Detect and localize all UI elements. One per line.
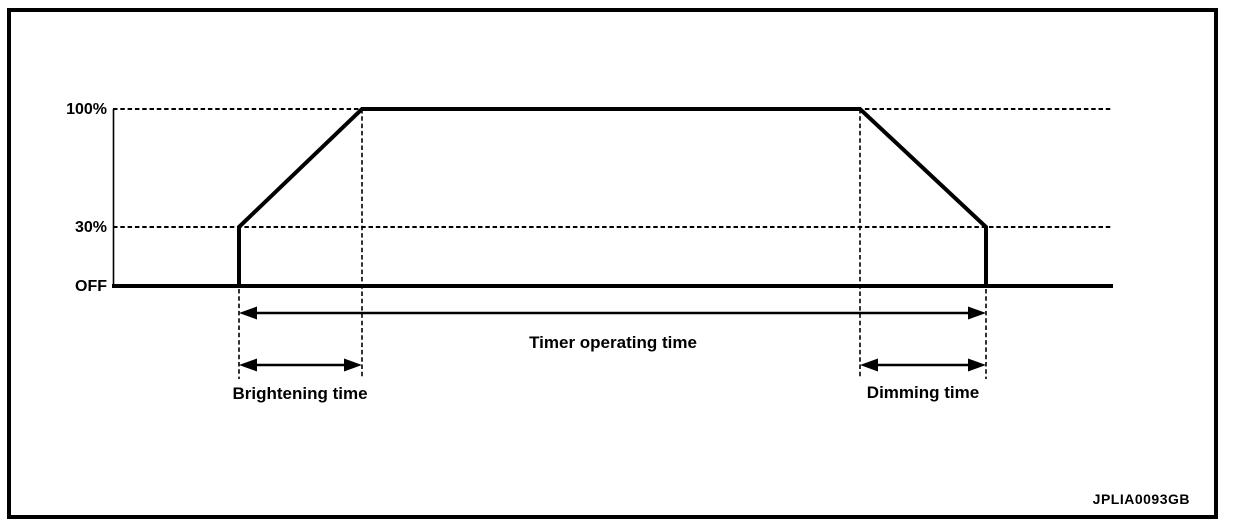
level-30-label: 30% bbox=[74, 219, 107, 236]
level-off-label: OFF bbox=[75, 278, 107, 295]
figure-frame bbox=[7, 8, 1218, 519]
brightening-time-label: Brightening time bbox=[232, 384, 368, 403]
brightening-time-arrow bbox=[239, 358, 362, 372]
dimming-time-label: Dimming time bbox=[866, 383, 980, 402]
brightening-arrow-head-left bbox=[239, 358, 257, 372]
timer-operating-time-arrow bbox=[239, 306, 986, 320]
dimming-arrow-head-left bbox=[860, 358, 878, 372]
brightening-arrow-head-right bbox=[344, 358, 362, 372]
timer-arrow-head-right bbox=[968, 306, 986, 320]
dimming-time-arrow bbox=[860, 358, 986, 372]
timer-arrow-head-left bbox=[239, 306, 257, 320]
brightness-waveform bbox=[237, 107, 988, 286]
figure-code: JPLIA0093GB bbox=[1092, 491, 1190, 507]
dimming-arrow-head-right bbox=[968, 358, 986, 372]
timer-operating-time-label: Timer operating time bbox=[529, 333, 697, 352]
level-100-label: 100% bbox=[66, 101, 107, 118]
